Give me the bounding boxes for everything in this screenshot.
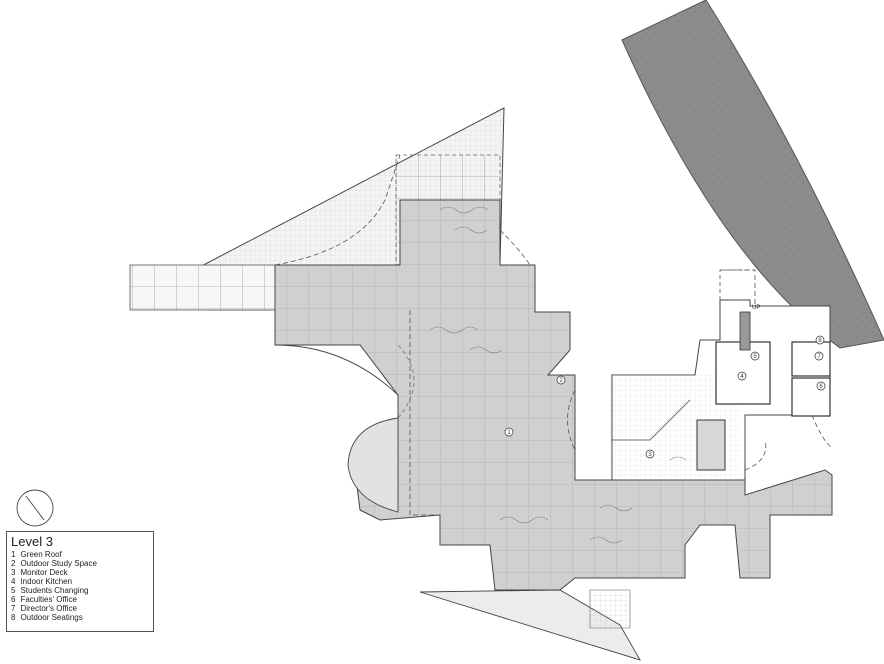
legend-item: 5 Students Changing [11, 586, 153, 595]
legend-item-label: Outdoor Seatings [20, 613, 83, 622]
legend-item-number: 3 [11, 568, 16, 577]
legend-item: 2 Outdoor Study Space [11, 559, 153, 568]
legend-box: Level 3 1 Green Roof 2 Outdoor Study Space… [6, 531, 154, 632]
legend-item: 4 Indoor Kitchen [11, 577, 153, 586]
hill-mass [621, 0, 884, 349]
legend-item-label: Director's Office [20, 604, 77, 613]
legend-item-number: 4 [11, 577, 16, 586]
legend-item: 1 Green Roof [11, 550, 153, 559]
legend-item: 7 Director's Office [11, 604, 153, 613]
legend-item-number: 6 [11, 595, 16, 604]
room-marker-6: 6 [816, 381, 826, 391]
legend-item: 8 Outdoor Seatings [11, 613, 153, 622]
room-marker-7: 7 [814, 351, 824, 361]
legend-item-number: 1 [11, 550, 16, 559]
room-marker-2: 2 [556, 375, 566, 385]
room-marker-3: 3 [645, 449, 655, 459]
room-marker-1: 1 [504, 427, 514, 437]
room-marker-8: 8 [815, 335, 825, 345]
room-label-6: 6 [819, 384, 823, 390]
room-label-2: 2 [559, 378, 563, 384]
legend-item: 6 Faculties' Office [11, 595, 153, 604]
room-label-5: 5 [753, 354, 757, 360]
legend-item-label: Indoor Kitchen [20, 577, 73, 586]
lower-walkway [419, 589, 641, 661]
legend-item-label: Faculties' Office [20, 595, 77, 604]
main-deck [274, 199, 833, 591]
legend-list: 1 Green Roof 2 Outdoor Study Space 3 Monito… [11, 550, 153, 622]
room-marker-4: 4 [737, 371, 747, 381]
room-label-8: 8 [818, 338, 822, 344]
legend-item-label: Monitor Deck [20, 568, 68, 577]
room-label-7: 7 [817, 354, 821, 360]
room-marker-5: 5 [750, 351, 760, 361]
vegetation [429, 206, 687, 544]
legend-item-label: Students Changing [20, 586, 89, 595]
room-label-3: 3 [648, 452, 652, 458]
room-label-1: 1 [507, 430, 511, 436]
room-label-4: 4 [740, 374, 744, 380]
legend-item-number: 7 [11, 604, 16, 613]
legend-item: 3 Monitor Deck [11, 568, 153, 577]
left-semicircle-bay [274, 344, 415, 513]
north-arrow-icon [16, 489, 54, 527]
room-markers: 1 2 3 4 5 6 7 8 UP [504, 305, 826, 459]
legend-item-label: Outdoor Study Space [20, 559, 97, 568]
legend-item-number: 8 [11, 613, 16, 622]
legend-item-label: Green Roof [20, 550, 62, 559]
legend-title: Level 3 [11, 534, 53, 549]
legend-item-number: 5 [11, 586, 16, 595]
right-building [610, 269, 831, 481]
legend-item-number: 2 [11, 559, 16, 568]
stair-up-label: UP [752, 305, 760, 311]
